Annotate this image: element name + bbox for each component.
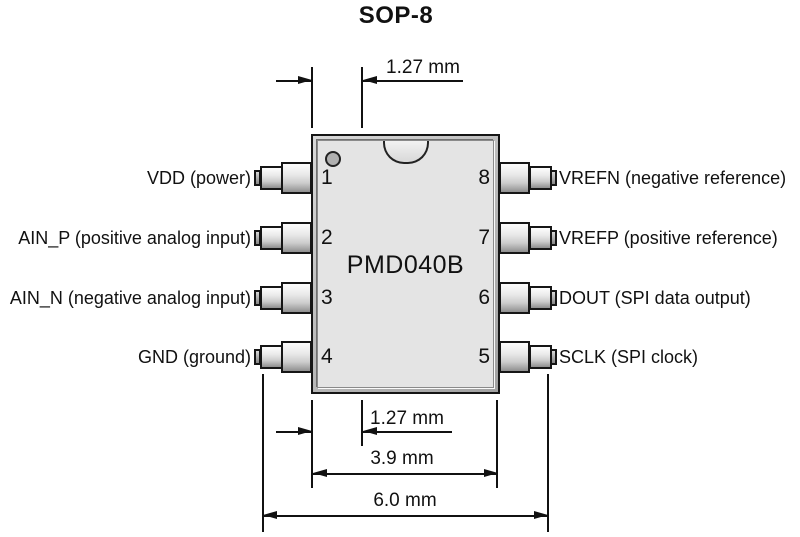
pin-lead-inner — [499, 341, 530, 373]
pin-label-ain-n: AIN_N (negative analog input) — [9, 288, 251, 308]
pin-number-4: 4 — [321, 345, 333, 368]
pin-label-sclk: SCLK (SPI clock) — [559, 347, 699, 367]
dim-arrow-line — [363, 80, 463, 82]
pin-lead-inner — [499, 222, 530, 254]
dim-label-pitch-bottom: 1.27 mm — [370, 408, 444, 429]
dim-arrow-line — [264, 515, 547, 517]
pin1-indicator-dot — [325, 151, 341, 167]
pin-label-vrefp: VREFP (positive reference) — [559, 228, 778, 248]
pin-label-dout: DOUT (SPI data output) — [559, 288, 751, 308]
pin-number-1: 1 — [321, 166, 333, 189]
arrowhead-right-icon — [298, 76, 312, 84]
dim-label-body-width: 3.9 mm — [370, 448, 434, 469]
pin-label-ain-p: AIN_P (positive analog input) — [18, 228, 251, 248]
pin-lead-tip — [550, 170, 557, 186]
dim-arrow-line — [313, 473, 498, 475]
pin-lead-outer — [529, 166, 552, 190]
pin-label-gnd: GND (ground) — [137, 347, 251, 367]
pin-lead-inner — [499, 162, 530, 194]
pin-lead-inner — [281, 162, 312, 194]
pin-lead-inner — [281, 341, 312, 373]
chip-body: 1 2 3 4 8 7 6 5 PMD040B — [311, 134, 500, 394]
arrowhead-left-icon — [263, 511, 277, 519]
pin-lead-outer — [260, 286, 283, 310]
pin-number-5: 5 — [478, 345, 490, 368]
dim-extension-line — [361, 400, 363, 446]
dim-arrow-line — [276, 431, 312, 433]
pin-lead-inner — [499, 282, 530, 314]
pin-lead-tip — [550, 290, 557, 306]
pin-number-8: 8 — [478, 166, 490, 189]
dim-extension-line — [262, 374, 264, 532]
pin-number-6: 6 — [478, 286, 490, 309]
dim-extension-line — [547, 374, 549, 532]
pin-number-2: 2 — [321, 226, 333, 249]
arrowhead-right-icon — [534, 511, 548, 519]
pin-lead-tip — [550, 230, 557, 246]
dim-arrow-line — [276, 80, 312, 82]
chip-face — [317, 140, 494, 388]
dim-extension-line — [311, 400, 313, 488]
arrowhead-right-icon — [484, 469, 498, 477]
arrowhead-left-icon — [313, 469, 327, 477]
dim-extension-line — [361, 67, 363, 128]
pin-number-7: 7 — [478, 226, 490, 249]
dim-extension-line — [496, 400, 498, 488]
pin-label-vrefn: VREFN (negative reference) — [559, 168, 787, 188]
dim-label-pitch-top: 1.27 mm — [386, 57, 460, 78]
diagram-title: SOP-8 — [358, 2, 434, 29]
dim-arrow-line — [363, 431, 452, 433]
pin-lead-outer — [260, 345, 283, 369]
dim-extension-line — [311, 67, 313, 128]
pin-lead-outer — [260, 166, 283, 190]
pin-lead-inner — [281, 222, 312, 254]
pin-lead-outer — [529, 286, 552, 310]
pin-lead-outer — [529, 226, 552, 250]
pin-lead-tip — [550, 349, 557, 365]
pin-lead-outer — [529, 345, 552, 369]
pin-lead-inner — [281, 282, 312, 314]
dim-label-overall-width: 6.0 mm — [373, 490, 437, 511]
pin-number-3: 3 — [321, 286, 333, 309]
pin-label-vdd: VDD (power) — [146, 168, 251, 188]
arrowhead-right-icon — [298, 427, 312, 435]
pin-lead-outer — [260, 226, 283, 250]
chip-part-number: PMD040B — [346, 251, 465, 279]
